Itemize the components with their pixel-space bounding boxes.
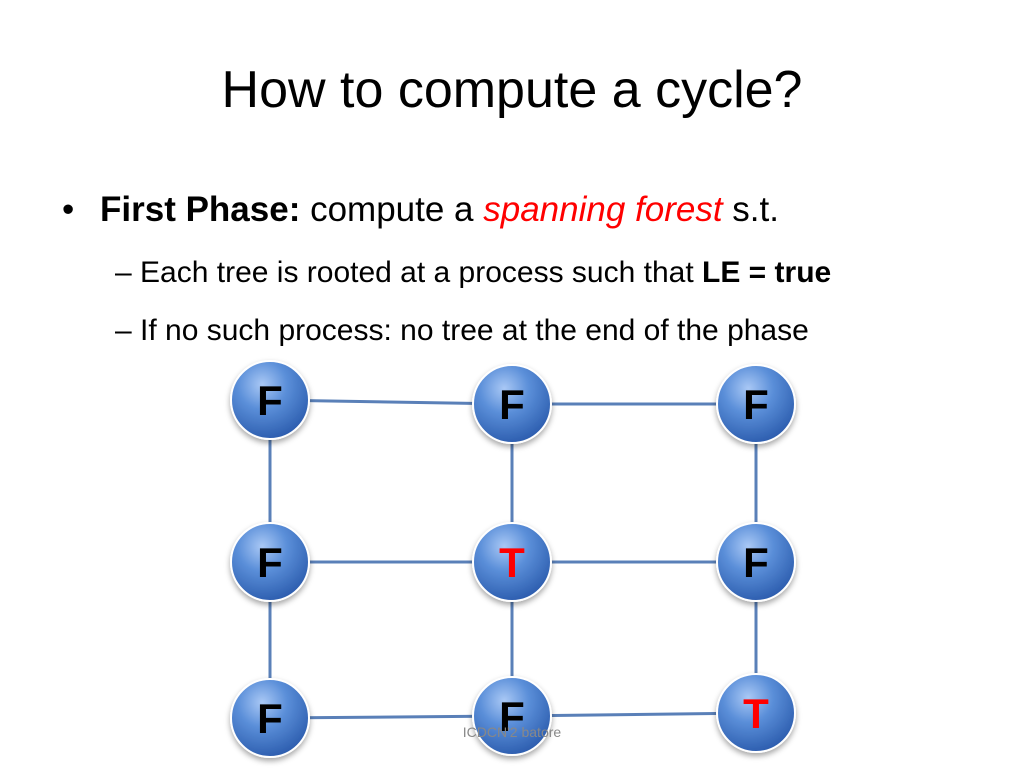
bullet-first-phase: •First Phase: compute a spanning forest … [62,190,779,230]
sub-dash: – [115,314,141,347]
node-label: T [743,690,769,737]
graph-node: F [472,676,552,756]
node-circle [716,364,796,444]
node-circle [472,364,552,444]
node-label: F [743,539,769,586]
bullet-bold-label: First Phase: [100,190,301,229]
bullet-text-2: s.t. [722,190,779,229]
graph-edge [269,714,513,720]
graph-node: F [230,522,310,602]
node-label: F [257,539,283,586]
sub-text: Each tree is rooted at a process such th… [140,256,703,289]
graph-node: F [716,522,796,602]
node-circle [716,673,796,753]
node-circle [230,678,310,758]
bullet-marker: • [62,190,75,229]
bullet-text-1: compute a [300,190,484,229]
node-circle [472,522,552,602]
graph-node: F [230,360,310,440]
node-label: F [499,693,525,740]
node-label: T [499,539,525,586]
graph-node: T [472,522,552,602]
node-circle [716,522,796,602]
slide-title: How to compute a cycle? [221,61,803,119]
sub-bullet-rooted: – Each tree is rooted at a process such … [115,256,831,290]
node-label: F [257,377,283,424]
graph-node: T [716,673,796,753]
sub-dash: – [115,256,141,289]
graph-nodes: F F F F T F F F T [230,360,796,758]
graph-edge [511,711,757,718]
graph-node: F [230,678,310,758]
bullet-highlight: spanning forest [483,190,723,229]
sub-bullet-no-process: – If no such process: no tree at the end… [115,314,809,348]
node-label: F [257,695,283,742]
graph-node: F [716,364,796,444]
node-circle [230,360,310,440]
node-label: F [743,381,769,428]
node-circle [230,522,310,602]
sub-text: If no such process: no tree at the end o… [140,314,809,347]
graph-edge [269,398,513,406]
node-circle [472,676,552,756]
footer-text: ICDCN'2 batore [462,724,562,740]
sub-bold: LE = true [702,256,832,289]
graph-node: F [472,364,552,444]
node-label: F [499,381,525,428]
